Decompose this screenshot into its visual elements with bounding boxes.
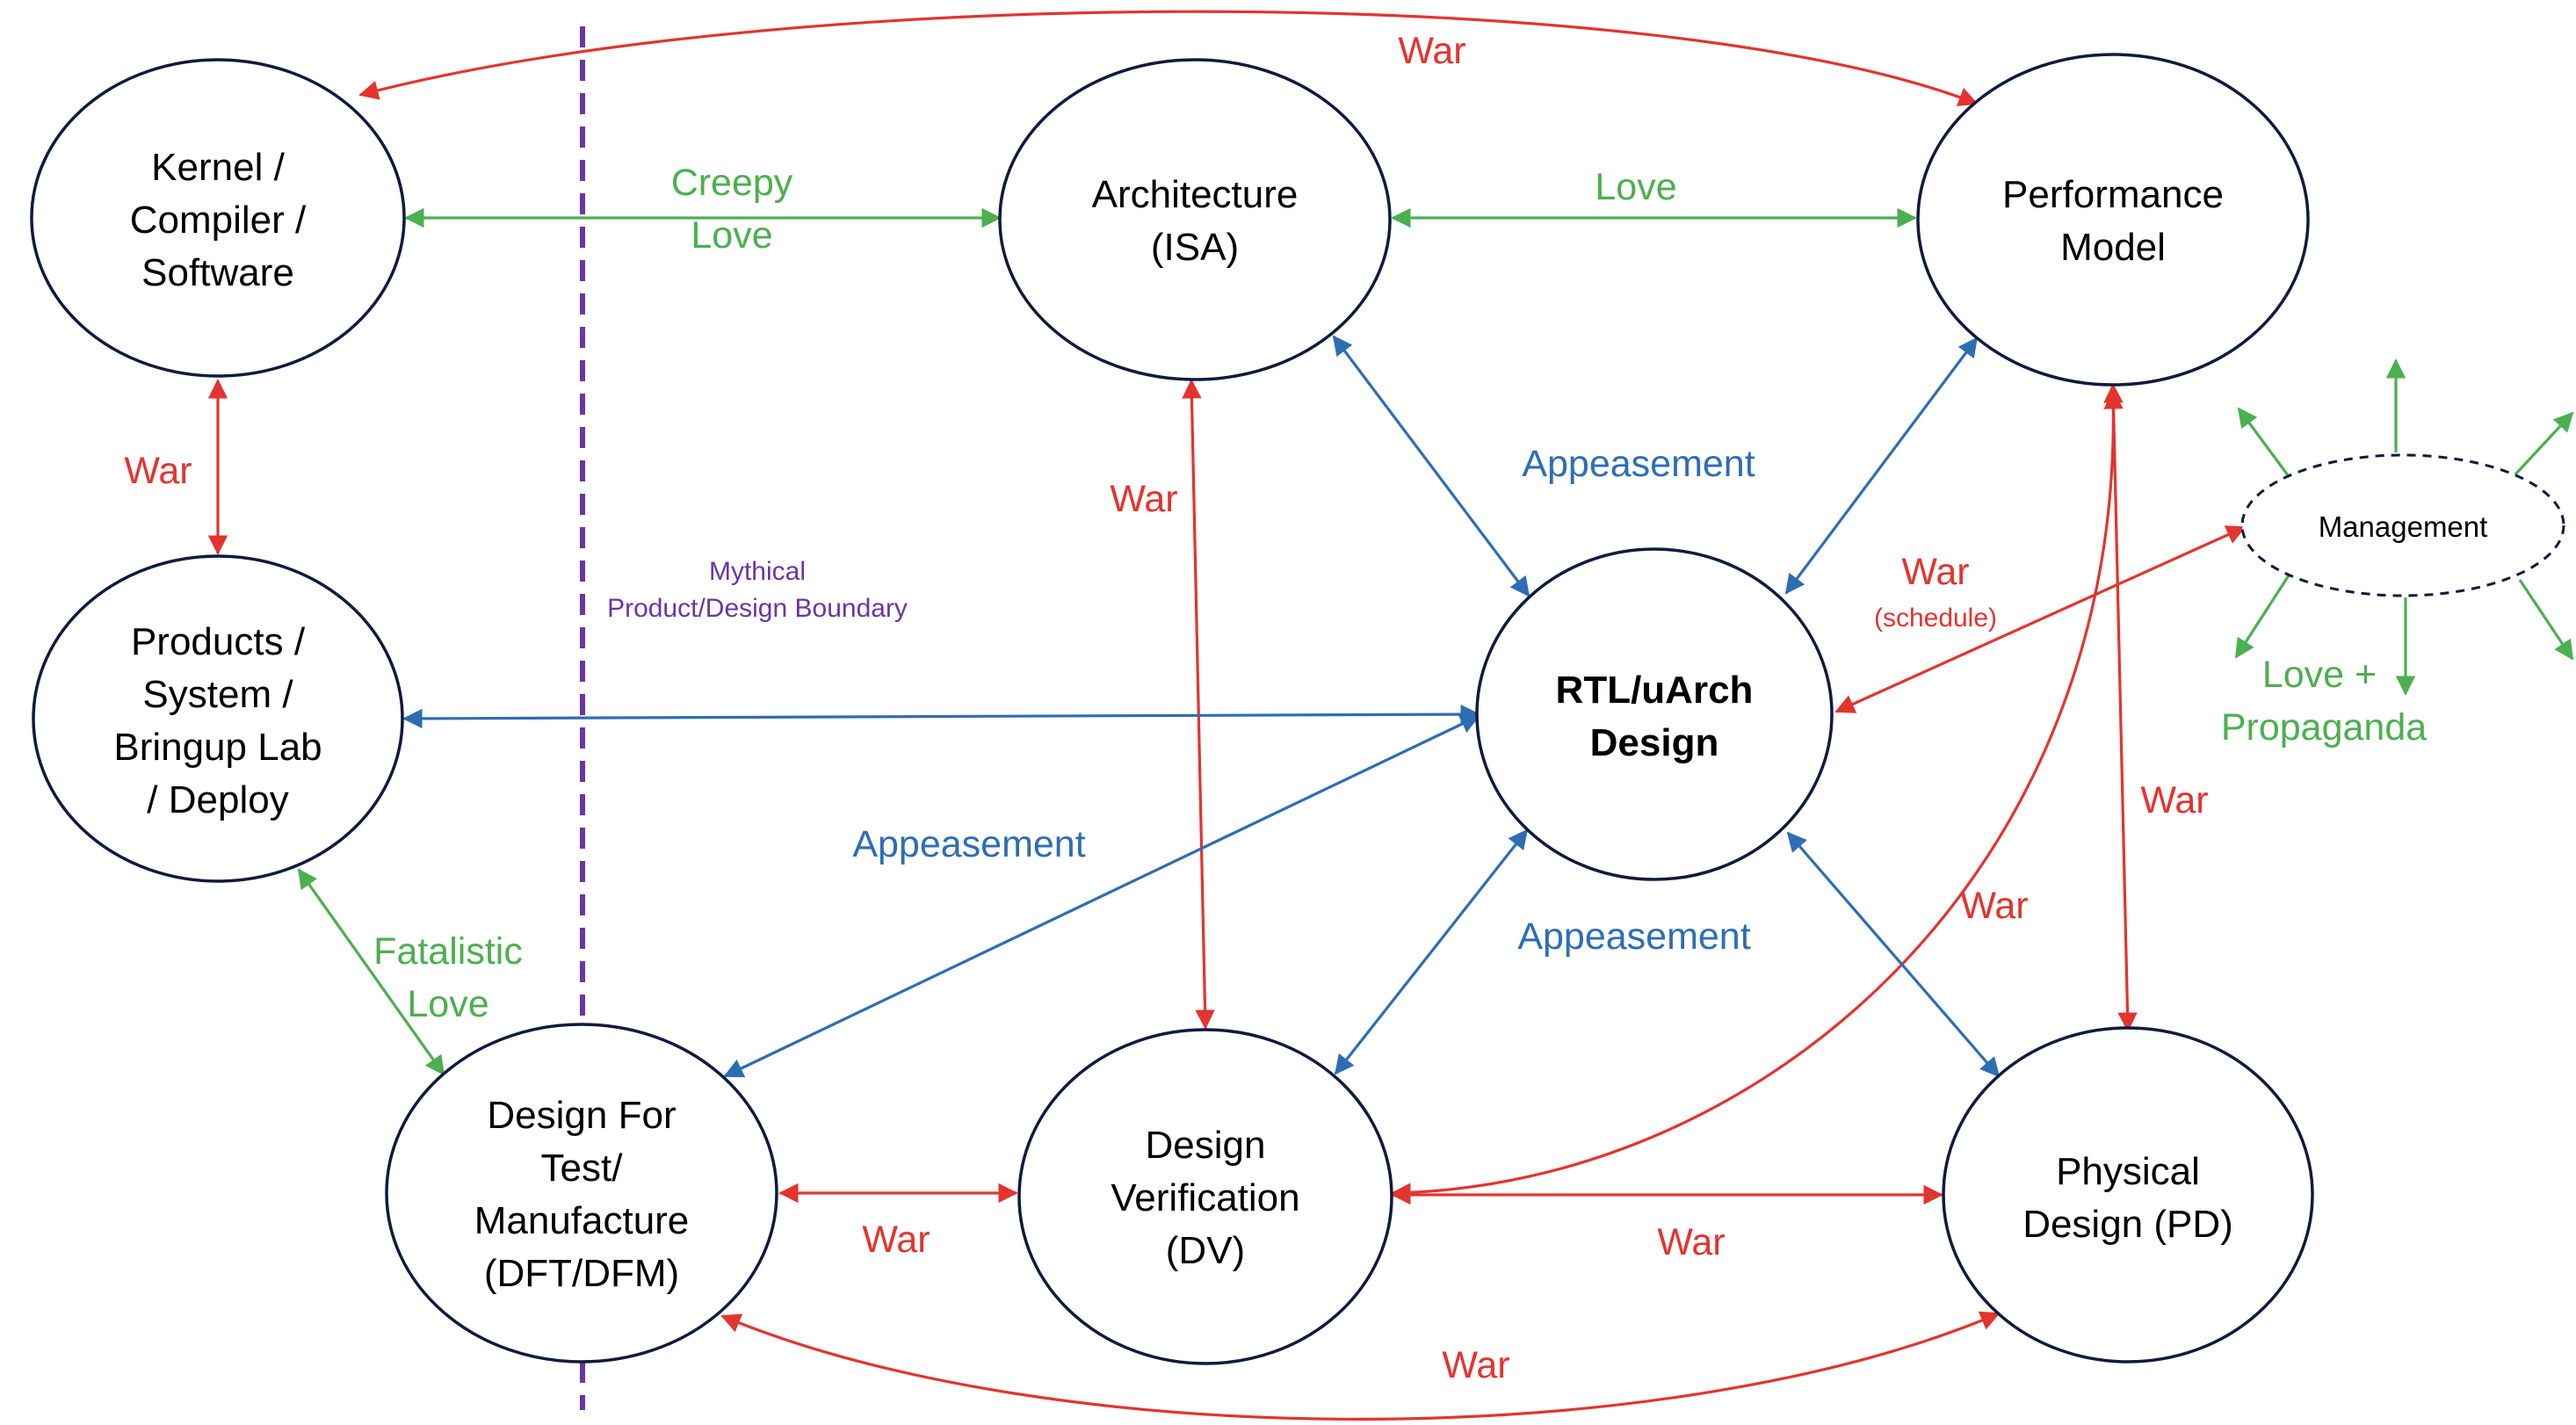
node-rtl-line-2: Design (1590, 721, 1719, 764)
appeasement-edges (402, 335, 2001, 1078)
edge-products-rtl-appeasement (402, 704, 1480, 729)
node-management-label: Management (2319, 510, 2488, 543)
node-rtl-design[interactable]: RTL/uArch Design (1475, 547, 1834, 881)
edge-labels: War Creepy Love Love War War Appeasement… (124, 30, 2427, 1386)
label-schedule-note: (schedule) (1874, 604, 1997, 633)
label-war-bottom: War (1442, 1344, 1509, 1386)
node-products-line-1: Products / (131, 620, 306, 663)
node-physical-design[interactable]: Physical Design (PD) (1942, 1026, 2314, 1364)
label-love-arch-perf: Love (1595, 166, 1676, 208)
edge-arch-rtl-appeasement (1332, 335, 1530, 597)
node-products-line-2: System / (142, 673, 293, 716)
edge-dft-pd-war (720, 1311, 2001, 1421)
node-kernel-line-1: Kernel / (151, 146, 285, 189)
label-fatalistic-love-1: Fatalistic (373, 930, 523, 973)
label-war-arch-dv: War (1110, 478, 1177, 520)
node-kernel-line-2: Compiler / (130, 199, 307, 242)
label-appeasement-top: Appeasement (1522, 443, 1755, 485)
edge-rtl-pd-appeasement (1786, 831, 2001, 1078)
label-creepy-love-1: Creepy (671, 162, 793, 204)
war-edges (207, 10, 2247, 1421)
node-architecture[interactable]: Architecture (ISA) (998, 58, 1392, 381)
label-war-dft-dv: War (862, 1219, 930, 1261)
edge-perf-pd-war (2103, 383, 2138, 1032)
node-pd-line-1: Physical (2056, 1150, 2200, 1193)
node-architecture-line-2: (ISA) (1151, 226, 1239, 269)
node-kernel-line-3: Software (141, 251, 294, 294)
love-edges (297, 207, 2574, 1076)
node-products-line-4: / Deploy (147, 778, 288, 821)
label-love-propaganda-1: Love + (2262, 654, 2377, 696)
node-dft-line-2: Test/ (541, 1147, 624, 1190)
node-dft-line-1: Design For (487, 1094, 676, 1137)
management-ray-upper-right (2514, 411, 2574, 476)
management-ray-lower-right (2518, 579, 2574, 661)
node-dv-line-1: Design (1146, 1124, 1266, 1167)
label-fatalistic-love-2: Love (407, 983, 488, 1025)
edge-kernel-perf-war (358, 10, 1979, 106)
node-perf-line-2: Model (2060, 226, 2166, 269)
label-war-dv-pd: War (1657, 1221, 1725, 1263)
node-kernel[interactable]: Kernel / Compiler / Software (30, 58, 406, 378)
node-dft-line-4: (DFT/DFM) (484, 1252, 679, 1295)
node-products[interactable]: Products / System / Bringup Lab / Deploy (32, 554, 404, 883)
edge-arch-dv-war (1182, 379, 1215, 1030)
label-boundary-2: Product/Design Boundary (607, 594, 908, 623)
label-appeasement-mid: Appeasement (1517, 915, 1750, 958)
label-creepy-love-2: Love (691, 214, 772, 257)
label-war-top: War (1398, 30, 1465, 72)
node-rtl-line-1: RTL/uArch (1556, 669, 1754, 712)
node-products-line-3: Bringup Lab (113, 726, 322, 769)
node-pd-line-2: Design (PD) (2022, 1203, 2233, 1246)
node-dv-line-2: Verification (1111, 1176, 1299, 1219)
edge-dft-rtl-appeasement (723, 714, 1480, 1078)
edge-rtl-dv-appeasement (1334, 828, 1529, 1075)
node-dft[interactable]: Design For Test/ Manufacture (DFT/DFM) (385, 1023, 778, 1364)
node-architecture-line-1: Architecture (1092, 173, 1299, 216)
management-ray-upper-left (2237, 407, 2292, 480)
edge-perf-rtl-appeasement (1784, 336, 1979, 595)
node-perf-line-1: Performance (2002, 173, 2224, 216)
label-war-perf-dv: War (1960, 885, 2028, 927)
node-dft-line-3: Manufacture (474, 1199, 690, 1242)
node-dv-line-3: (DV) (1166, 1229, 1245, 1272)
management-ray-lower-left (2234, 575, 2290, 659)
node-design-verification[interactable]: Design Verification (DV) (1017, 1028, 1393, 1365)
label-love-propaganda-2: Propaganda (2221, 706, 2427, 749)
edge-products-dft-love (297, 868, 445, 1076)
node-performance-model[interactable]: Performance Model (1916, 53, 2310, 387)
label-war-schedule: War (1901, 551, 1969, 593)
label-war-perf-pd: War (2140, 779, 2208, 821)
label-appeasement-left: Appeasement (852, 823, 1085, 865)
node-management[interactable]: Management (2240, 453, 2565, 597)
label-war-kernel-products: War (124, 450, 192, 492)
label-boundary-1: Mythical (709, 557, 806, 586)
